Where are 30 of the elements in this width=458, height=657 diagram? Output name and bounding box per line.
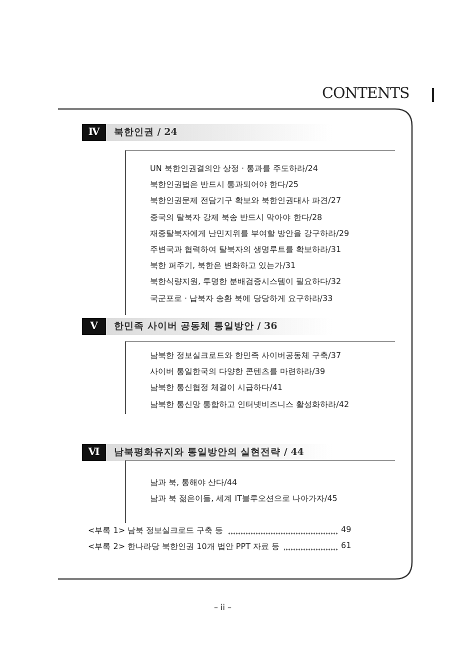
toc-entry: 재중탈북자에게 난민지위를 부여할 방안을 강구하라/29 — [150, 228, 350, 240]
page-number: 61 — [341, 541, 352, 550]
toc-entry: 사이버 통일한국의 다양한 콘텐츠를 마련하라/39 — [150, 366, 326, 378]
toc-entry: 주변국과 협력하여 탈북자의 생명루트를 확보하라/31 — [150, 244, 342, 256]
toc-entry: 남과 북 젊은이들, 세계 IT블루오션으로 나아가자/45 — [150, 493, 338, 506]
toc-entry: 남북한 정보실크로드와 한민족 사이버공동체 구축/37 — [150, 350, 342, 362]
entry-list-box — [125, 341, 395, 414]
entry-list-box — [125, 460, 395, 523]
toc-entry: 중국의 탈북자 강제 북송 반드시 막아야 한다/28 — [150, 212, 324, 224]
toc-entry: 남과 북, 통해야 산다/44 — [150, 477, 238, 489]
appendix-entry: <부록 2> 한나라당 북한인권 10개 법안 PPT 자료 등 — [88, 541, 338, 552]
toc-entry: 북한 퍼주기, 북한은 변화하고 있는가/31 — [150, 260, 297, 272]
section-title: 남북평화유지와 통일방안의 실현전략 / 44 — [114, 446, 304, 459]
section-title: 한민족 사이버 공동체 통일방안 / 36 — [114, 320, 278, 333]
toc-entry: 북한인권문제 전담기구 확보와 북한인권대사 파견/27 — [150, 195, 342, 208]
section-number: Ⅴ — [82, 318, 106, 335]
section-title: 북한인권 / 24 — [114, 126, 178, 139]
appendix-entry: <부록 1> 남북 정보실크로드 구축 등 — [88, 525, 338, 536]
entry-list-box — [125, 150, 395, 315]
contents-title: CONTENTS — [322, 84, 410, 102]
section-number: Ⅵ — [82, 444, 106, 461]
toc-entry: 북한식량지원, 투명한 분배검증시스템이 필요하다/32 — [150, 276, 342, 288]
toc-entry: 남북한 통신망 통합하고 인터넷비즈니스 활성화하라/42 — [150, 398, 350, 411]
page-number: 49 — [341, 525, 352, 534]
toc-entry: UN 북한인권결의안 상정 · 통과를 주도하라/24 — [150, 163, 319, 175]
section-number: Ⅳ — [82, 124, 106, 141]
folio-number: – ii – — [214, 603, 232, 612]
toc-entry: 북한인권법은 반드시 통과되어야 한다/25 — [150, 179, 300, 192]
toc-entry: 남북한 통신협정 체결이 시급하다/41 — [150, 382, 284, 394]
toc-entry: 국군포로 · 납북자 송환 북에 당당하게 요구하라/33 — [150, 292, 334, 304]
